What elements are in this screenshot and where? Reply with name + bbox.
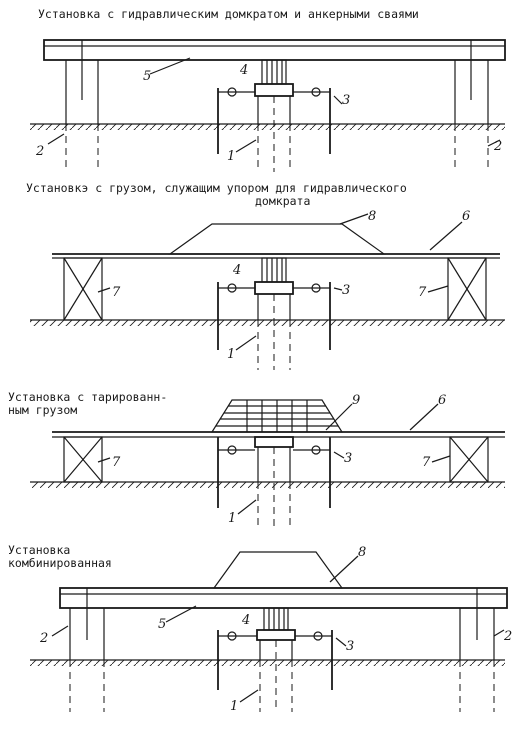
callout-test-pile: 1 xyxy=(227,149,235,164)
hydraulic-jack xyxy=(256,607,296,641)
hydraulic-jack xyxy=(254,257,294,295)
reaction-beam xyxy=(59,587,508,609)
callout-test-pile: 1 xyxy=(228,511,236,526)
ground-line xyxy=(30,659,505,666)
pile-head-cap xyxy=(254,436,294,448)
callout-gauge: 3 xyxy=(346,639,354,654)
callout-beam: 5 xyxy=(158,617,166,632)
panel-load-reaction-jack: Установкэ с грузом, служащим упором для … xyxy=(26,181,505,370)
ground-line xyxy=(30,123,505,130)
callout-calibrated-load: 9 xyxy=(352,393,360,408)
callout-load: 8 xyxy=(358,545,366,560)
panel-calibrated-load: Установка с тарированн- ным грузом xyxy=(8,390,505,530)
callout-test-pile: 1 xyxy=(230,699,238,714)
support-crib-left xyxy=(63,257,103,321)
anchor-pile-right xyxy=(454,40,489,172)
ground-line xyxy=(30,319,505,326)
panel-4-caption-line1: Установка xyxy=(8,543,70,557)
callout-support-right: 7 xyxy=(418,285,427,300)
test-pile xyxy=(257,447,291,530)
anchor-pile-right xyxy=(459,588,495,712)
load-block xyxy=(212,551,344,589)
dial-gauges xyxy=(217,282,331,350)
callout-gauge: 3 xyxy=(342,93,350,108)
callout-gauge: 3 xyxy=(342,283,350,298)
test-pile xyxy=(257,294,291,370)
callout-jack: 4 xyxy=(241,613,250,628)
callout-gauge: 3 xyxy=(344,451,352,466)
callout-anchor-left: 2 xyxy=(35,144,44,159)
panel-2-caption-line2: домкрата xyxy=(255,194,310,208)
support-crib-right xyxy=(449,436,489,483)
dial-gauges xyxy=(217,87,331,154)
reaction-beam xyxy=(43,39,506,61)
ground-line xyxy=(30,481,505,488)
panel-3-caption-line2: ным грузом xyxy=(8,403,77,417)
hydraulic-jack xyxy=(254,59,294,97)
test-pile xyxy=(259,640,293,712)
panel-combined-setup: Установка комбинированная xyxy=(8,543,512,714)
test-pile xyxy=(257,96,291,172)
anchor-pile-left xyxy=(69,588,105,712)
callout-jack: 4 xyxy=(232,263,241,278)
load-block xyxy=(168,223,386,255)
callout-test-pile: 1 xyxy=(227,347,235,362)
callout-platform: 6 xyxy=(438,393,446,408)
support-crib-right xyxy=(447,257,487,321)
callout-platform: 6 xyxy=(462,209,470,224)
dial-gauges xyxy=(217,630,333,690)
callout-beam: 5 xyxy=(143,69,151,84)
dial-gauges xyxy=(217,437,331,508)
loading-platform xyxy=(52,253,500,259)
callout-support-right: 7 xyxy=(422,455,431,470)
panel-hydraulic-jack-anchor-piles: Установка с гидравлическим домкратом и а… xyxy=(30,7,506,172)
callout-anchor-right: 2 xyxy=(493,139,502,154)
panel-4-caption-line2: комбинированная xyxy=(8,556,112,570)
callout-anchor-left: 2 xyxy=(39,631,48,646)
panel-1-caption: Установка с гидравлическим домкратом и а… xyxy=(38,7,419,21)
anchor-pile-left xyxy=(65,40,99,172)
callout-support-left: 7 xyxy=(112,455,121,470)
callout-support-left: 7 xyxy=(112,285,121,300)
callout-jack: 4 xyxy=(239,63,248,78)
callout-load: 8 xyxy=(368,209,376,224)
support-crib-left xyxy=(63,436,103,483)
panel-3-caption-line1: Установка с тарированн- xyxy=(8,390,167,404)
calibrated-load-stack xyxy=(210,399,344,433)
panel-2-caption-line1: Установкэ с грузом, служащим упором для … xyxy=(26,181,407,195)
callout-anchor-right: 2 xyxy=(503,629,512,644)
